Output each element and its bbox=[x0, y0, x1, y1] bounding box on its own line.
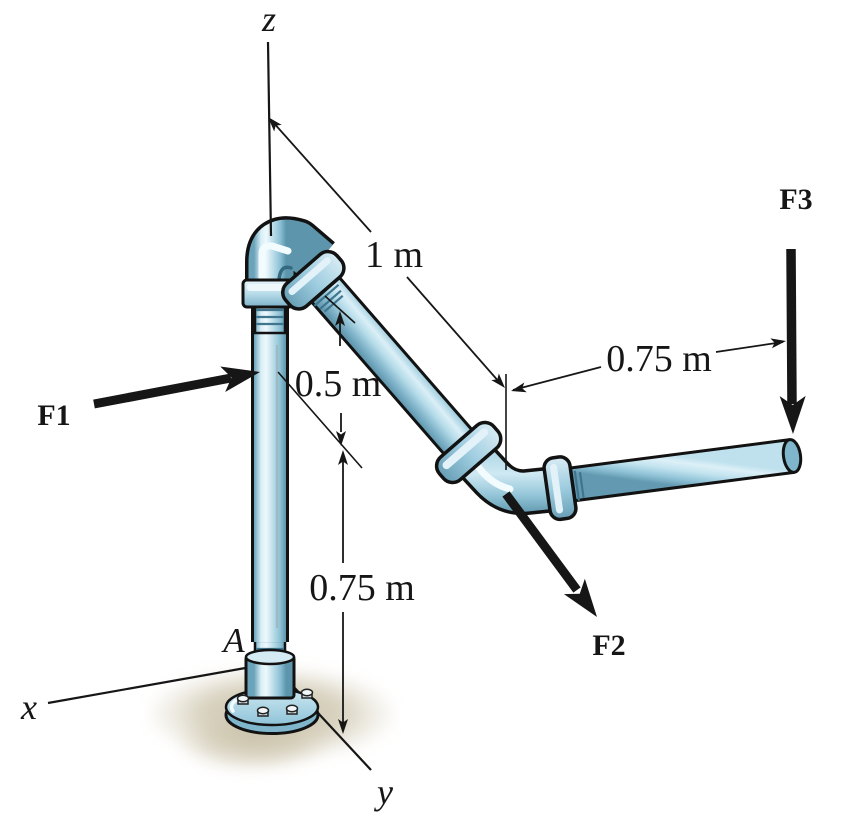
f1-arrow-shaft bbox=[93, 373, 232, 409]
dim-line-right bbox=[715, 341, 784, 353]
y-axis-label: y bbox=[374, 772, 393, 812]
dimension-05m: 0.5 m bbox=[277, 295, 382, 469]
dim-line-upper bbox=[271, 120, 372, 233]
dim-arrowhead bbox=[509, 382, 527, 396]
z-axis-line bbox=[266, 41, 273, 237]
end-cap-ellipse bbox=[781, 438, 803, 474]
dim-line-lower bbox=[406, 276, 501, 384]
x-axis-label: x bbox=[20, 687, 37, 727]
dim-05m-label: 0.5 m bbox=[295, 363, 382, 405]
thread-ridge bbox=[573, 470, 581, 501]
pipe-body bbox=[558, 441, 794, 501]
coupling-highlight bbox=[288, 257, 331, 296]
dim-075m-right-label: 0.75 m bbox=[606, 338, 712, 380]
coupling-ring bbox=[281, 249, 346, 311]
force-f1: F1 bbox=[37, 359, 263, 432]
f1-label: F1 bbox=[37, 399, 70, 432]
lower-diagonal-coupling bbox=[434, 420, 503, 485]
f2-arrow-shaft bbox=[502, 491, 581, 593]
coupling-highlight bbox=[442, 428, 489, 470]
dimension-075m-right: 0.75 m bbox=[509, 336, 787, 396]
elbow-highlight bbox=[258, 242, 292, 298]
force-f3: F3 bbox=[779, 183, 813, 435]
thread-ridge bbox=[578, 472, 585, 499]
f3-label: F3 bbox=[779, 183, 812, 216]
x-axis-line bbox=[47, 665, 252, 705]
upper-tick bbox=[324, 295, 356, 324]
coupling-ring bbox=[434, 420, 503, 485]
vertical-pipe bbox=[251, 300, 289, 642]
bolt bbox=[256, 706, 270, 717]
bolt-head bbox=[256, 706, 270, 715]
z-axis-label: z bbox=[261, 0, 276, 39]
bolt-head bbox=[285, 704, 299, 713]
flange-bolts bbox=[236, 688, 314, 717]
force-f2: F2 bbox=[502, 491, 626, 662]
dim-line-left bbox=[512, 366, 602, 391]
coupling-highlight bbox=[550, 463, 564, 514]
bolt-head bbox=[236, 694, 250, 703]
horizontal-coupling bbox=[542, 455, 585, 522]
horizontal-pipe bbox=[557, 438, 803, 504]
base-collar-top bbox=[244, 648, 296, 666]
upper-collar bbox=[241, 278, 295, 309]
top-elbow bbox=[245, 216, 335, 298]
elbow-highlight bbox=[473, 461, 514, 493]
bolt bbox=[285, 704, 299, 715]
bolt bbox=[300, 688, 314, 699]
dim-arrowhead bbox=[770, 336, 787, 349]
thread-ridge bbox=[313, 284, 340, 307]
dim-1m-label: 1 m bbox=[365, 234, 423, 276]
coupling-thread-ridges bbox=[573, 470, 585, 501]
f3-arrow-shaft bbox=[786, 248, 797, 405]
point-a-label: A bbox=[221, 621, 245, 660]
pipe-end-cap bbox=[781, 438, 803, 474]
dim-075m-left-label: 0.75 m bbox=[309, 567, 415, 609]
dimension-075m-left: 0.75 m bbox=[309, 450, 415, 734]
f2-label: F2 bbox=[592, 629, 625, 662]
upper-thread-ridges bbox=[256, 308, 284, 326]
dimension-1m: 1 m bbox=[264, 113, 509, 470]
bolt bbox=[236, 694, 250, 705]
lower-elbow bbox=[451, 436, 559, 516]
lower-extension-line bbox=[277, 371, 363, 469]
bolt-head bbox=[300, 688, 314, 697]
collar-highlight-band bbox=[247, 284, 289, 291]
